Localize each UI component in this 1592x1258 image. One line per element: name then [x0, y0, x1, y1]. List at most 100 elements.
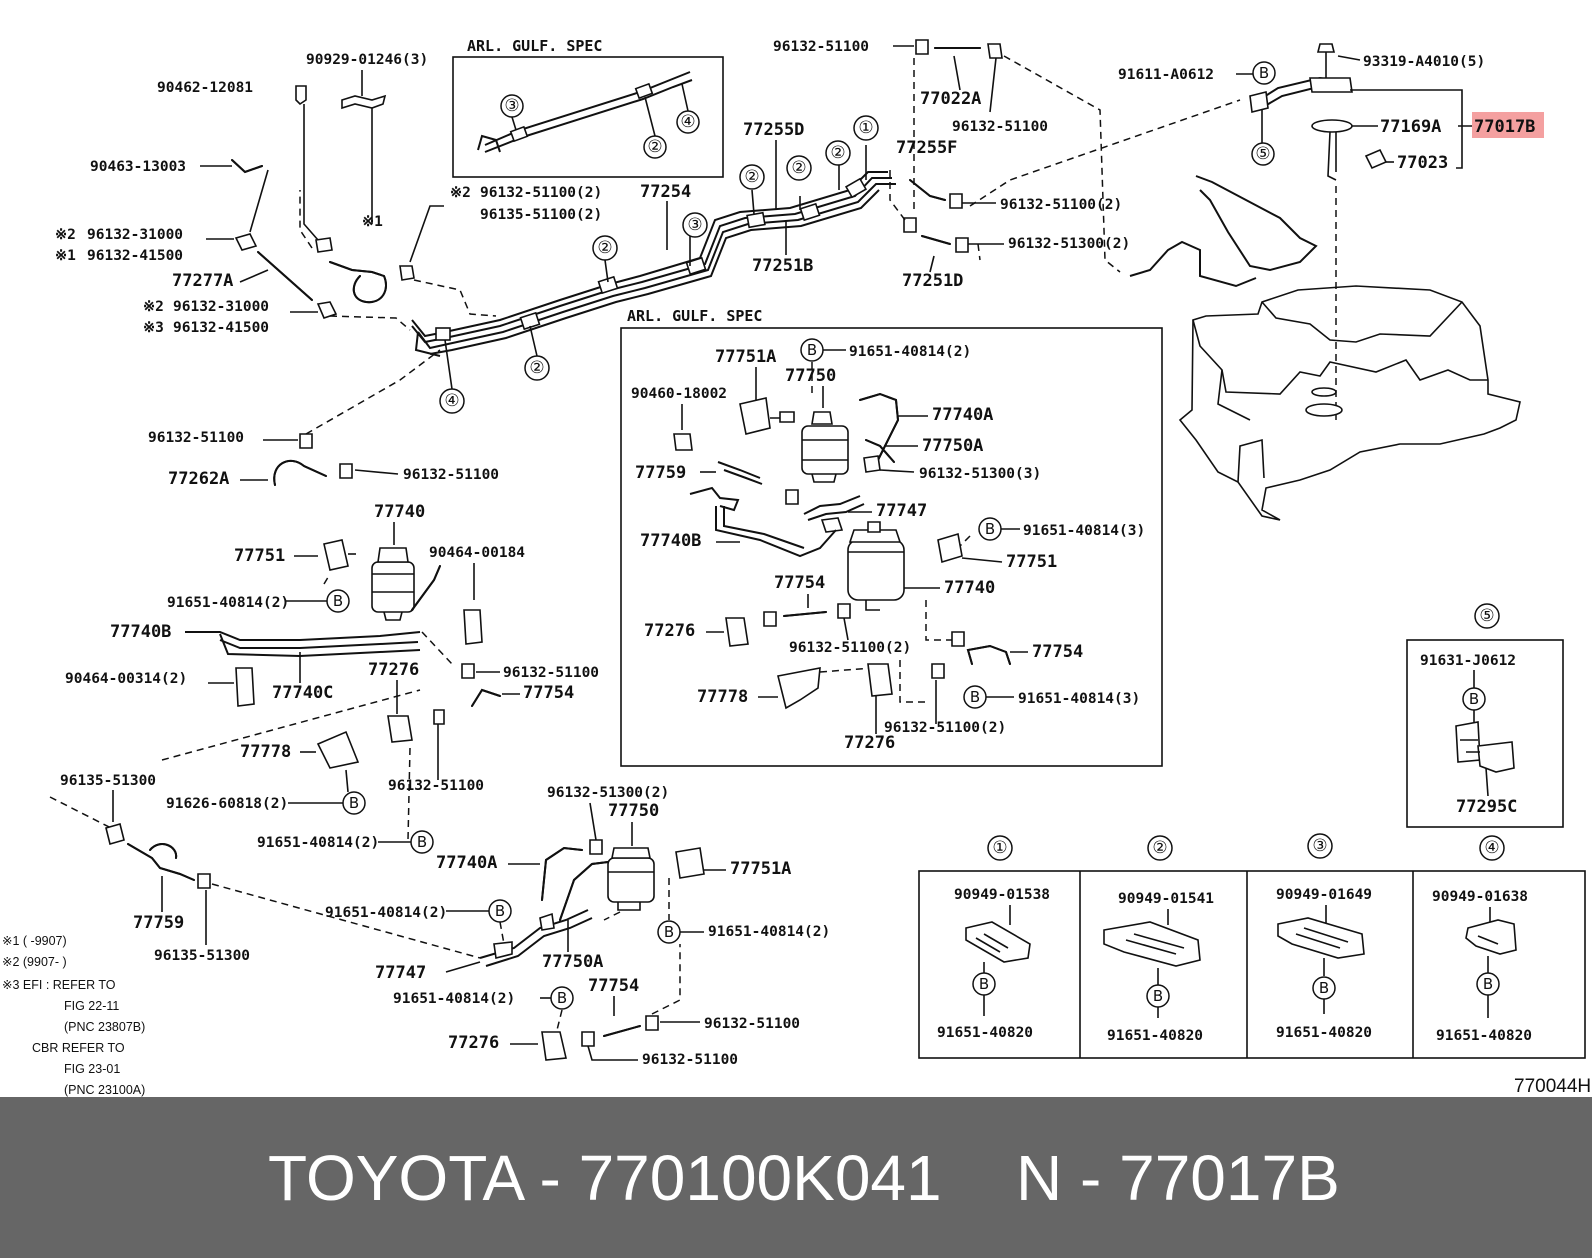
- label-77754-b: 77754: [588, 976, 639, 996]
- svg-text:④: ④: [680, 112, 695, 132]
- svg-text:④: ④: [1484, 838, 1499, 858]
- label-96132-51100-top: 96132-51100: [773, 39, 869, 55]
- svg-text:①: ①: [858, 118, 873, 138]
- label-96132-51100-h: 96132-51100: [642, 1052, 738, 1068]
- svg-text:B: B: [1483, 975, 1493, 993]
- label-96132-51100-2-a: 96132-51100(2): [480, 185, 602, 201]
- label-77169A: 77169A: [1380, 117, 1441, 137]
- label-77277A: 77277A: [172, 271, 233, 291]
- footnote-7: FIG 23-01: [64, 1062, 120, 1076]
- svg-text:B: B: [1469, 690, 1479, 708]
- svg-text:B: B: [970, 688, 980, 706]
- label-77740A-b: 77740A: [932, 405, 993, 425]
- label-77276-c: 77276: [644, 621, 695, 641]
- label-77751A-a: 77751A: [730, 859, 791, 879]
- label-96132-51100-f: 96132-51100: [388, 778, 484, 794]
- svg-text:②: ②: [529, 358, 544, 378]
- label-91651-40814-3-a: 91651-40814(3): [1023, 523, 1145, 539]
- label-77740B-a: 77740B: [110, 622, 171, 642]
- inset-header-top: ARL. GULF. SPEC: [467, 37, 602, 55]
- label-77750A-a: 77750A: [542, 952, 603, 972]
- label-90464-00184: 90464-00184: [429, 545, 525, 561]
- label-77751-b: 77751: [1006, 552, 1057, 572]
- label-96132-31000-a: 96132-31000: [87, 227, 183, 243]
- footnote-5: (PNC 23807B): [64, 1020, 145, 1034]
- svg-text:③: ③: [1312, 836, 1327, 856]
- label-77740C: 77740C: [272, 683, 333, 703]
- footnote-6: CBR REFER TO: [32, 1041, 125, 1055]
- label-96132-51100-c: 96132-51100: [148, 430, 244, 446]
- label-91651-40820-b: 91651-40820: [1107, 1028, 1203, 1044]
- label-90949-01638: 90949-01638: [1432, 889, 1528, 905]
- label-77276-d: 77276: [844, 733, 895, 753]
- highlight-77017B: [1472, 112, 1544, 138]
- svg-text:B: B: [333, 592, 343, 610]
- label-ref-mark-1a: ※2: [55, 227, 76, 243]
- label-91611-A0612: 91611-A0612: [1118, 67, 1214, 83]
- label-96132-51100-b: 96132-51100: [952, 119, 1048, 135]
- clamp-table: [918, 870, 1586, 1059]
- label-ref-mark-1c: ※2: [450, 185, 471, 201]
- label-96132-51100-d: 96132-51100: [403, 467, 499, 483]
- label-96135-51300-a: 96135-51300: [60, 773, 156, 789]
- label-ref-mark-1b: ※2: [143, 299, 164, 315]
- svg-text:B: B: [349, 794, 359, 812]
- label-91651-40820-a: 91651-40820: [937, 1025, 1033, 1041]
- footnote-1: ※1 ( -9907): [2, 934, 67, 948]
- label-91626-60818: 91626-60818(2): [166, 796, 288, 812]
- label-77751A-b: 77751A: [715, 347, 776, 367]
- label-77750A-b: 77750A: [922, 436, 983, 456]
- label-91651-40814-3-b: 91651-40814(3): [1018, 691, 1140, 707]
- label-91651-40814-2-d: 91651-40814(2): [708, 924, 830, 940]
- footnote-4: FIG 22-11: [64, 999, 119, 1013]
- label-77759-a: 77759: [133, 913, 184, 933]
- svg-text:③: ③: [504, 96, 519, 116]
- label-96132-51300-2-a: 96132-51300(2): [1008, 236, 1130, 252]
- label-77750-b: 77750: [785, 366, 836, 386]
- label-90949-01649: 90949-01649: [1276, 887, 1372, 903]
- label-91651-40814-2-b: 91651-40814(2): [257, 835, 379, 851]
- svg-text:⑤: ⑤: [1255, 144, 1270, 164]
- banner-pnc-code: N - 77017B: [1016, 1142, 1340, 1214]
- label-91651-40814-2-a: 91651-40814(2): [167, 595, 289, 611]
- inset-box-5: [1406, 639, 1564, 828]
- label-77251B: 77251B: [752, 256, 813, 276]
- label-90460-18002: 90460-18002: [631, 386, 727, 402]
- label-91651-40820-d: 91651-40820: [1436, 1028, 1532, 1044]
- label-96135-51100-2: 96135-51100(2): [480, 207, 602, 223]
- label-77254: 77254: [640, 182, 691, 202]
- label-96132-51300-3: 96132-51300(3): [919, 466, 1041, 482]
- label-90949-01538: 90949-01538: [954, 887, 1050, 903]
- label-77740-a: 77740: [374, 502, 425, 522]
- inset-box-center: [620, 327, 1163, 767]
- label-96132-51100-2-c: 96132-51100(2): [789, 640, 911, 656]
- label-96132-31000-b: 96132-31000: [173, 299, 269, 315]
- label-77754-d: 77754: [1032, 642, 1083, 662]
- label-93319-A4010: 93319-A4010(5): [1363, 54, 1485, 70]
- label-77747-b: 77747: [876, 501, 927, 521]
- label-90929-01246: 90929-01246(3): [306, 52, 428, 68]
- label-77778-b: 77778: [697, 687, 748, 707]
- label-figure-code: 770044H: [1514, 1076, 1591, 1097]
- label-96135-51300-b: 96135-51300: [154, 948, 250, 964]
- part-number-banner: [0, 1097, 1592, 1258]
- label-96132-41500-b: 96132-41500: [173, 320, 269, 336]
- label-77023: 77023: [1397, 153, 1448, 173]
- banner-part-number: TOYOTA - 770100K041: [268, 1142, 942, 1214]
- inset-header-center: ARL. GULF. SPEC: [627, 307, 762, 325]
- svg-text:B: B: [979, 975, 989, 993]
- svg-text:⑤: ⑤: [1479, 606, 1494, 626]
- svg-text:B: B: [1153, 987, 1163, 1005]
- footnote-2: ※2 (9907- ): [2, 955, 67, 969]
- label-77255D: 77255D: [743, 120, 804, 140]
- label-77251D: 77251D: [902, 271, 963, 291]
- label-77022A: 77022A: [920, 89, 981, 109]
- label-96132-51100-e: 96132-51100: [503, 665, 599, 681]
- svg-text:③: ③: [687, 215, 702, 235]
- label-77740A-a: 77740A: [436, 853, 497, 873]
- svg-text:B: B: [417, 833, 427, 851]
- footnote-3: ※3 EFI : REFER TO: [2, 978, 116, 992]
- label-ref-mark-2a: ※1: [55, 248, 76, 264]
- label-90949-01541: 90949-01541: [1118, 891, 1214, 907]
- svg-text:B: B: [557, 989, 567, 1007]
